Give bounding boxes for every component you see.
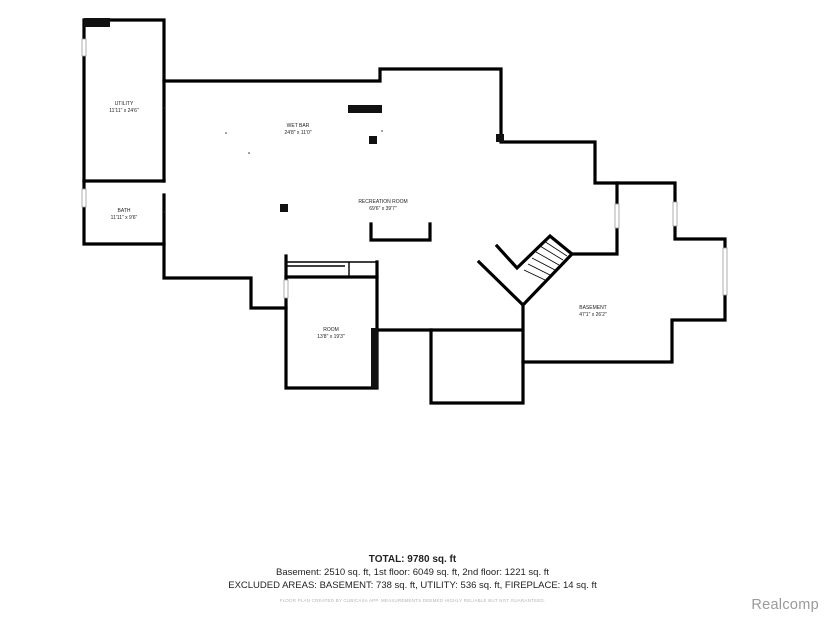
window [283,279,289,299]
stair-wall [476,233,575,308]
room-label-recreation: RECREATION ROOM [358,199,407,205]
room-label-bath: BATH [118,208,131,214]
window [722,247,728,296]
marker-dot [381,130,383,132]
total-area: TOTAL: 9780 sq. ft [368,554,457,565]
bar-counter [369,222,432,242]
closet-outline [286,261,377,277]
marker-dot [164,107,166,109]
basement-divider [570,181,619,256]
room-label-wet-bar: WET BAR [287,123,310,129]
room-dims-bath: 11'11" x 9'6" [111,215,138,221]
column-2 [496,134,504,142]
counter-block [348,105,382,113]
marker-dot [164,211,166,213]
marker-dot [225,132,227,134]
stair-treads [523,240,568,281]
room-dims-room: 13'8" x 19'3" [317,334,345,340]
window [672,201,678,227]
basement-partition [429,303,525,364]
column-1 [369,136,377,144]
room-label-room: ROOM [323,327,339,333]
window [81,38,87,57]
excluded-areas: EXCLUDED AREAS: BASEMENT: 738 sq. ft, UT… [228,580,597,591]
room-dims-wet-bar: 24'8" x 11'0" [284,130,311,136]
window [614,203,620,229]
floor-areas: Basement: 2510 sq. ft, 1st floor: 6049 s… [275,567,550,578]
room-label-utility: UTILITY [115,101,134,107]
room-wall-block [371,328,378,388]
disclaimer: FLOOR PLAN CREATED BY CUBICASA APP. MEAS… [279,598,546,603]
room-label-basement: BASEMENT [579,305,607,311]
fireplace-block [84,18,110,27]
column-3 [280,204,288,212]
realcomp-logo: Realcomp [751,597,819,613]
window [81,188,87,208]
marker-dot [248,152,250,154]
room-dims-utility: 11'11" x 24'6" [109,108,139,114]
room-dims-recreation: 69'6" x 39'7" [369,206,397,212]
room-dims-basement: 47'1" x 26'2" [579,312,607,318]
outer-wall [82,18,727,405]
